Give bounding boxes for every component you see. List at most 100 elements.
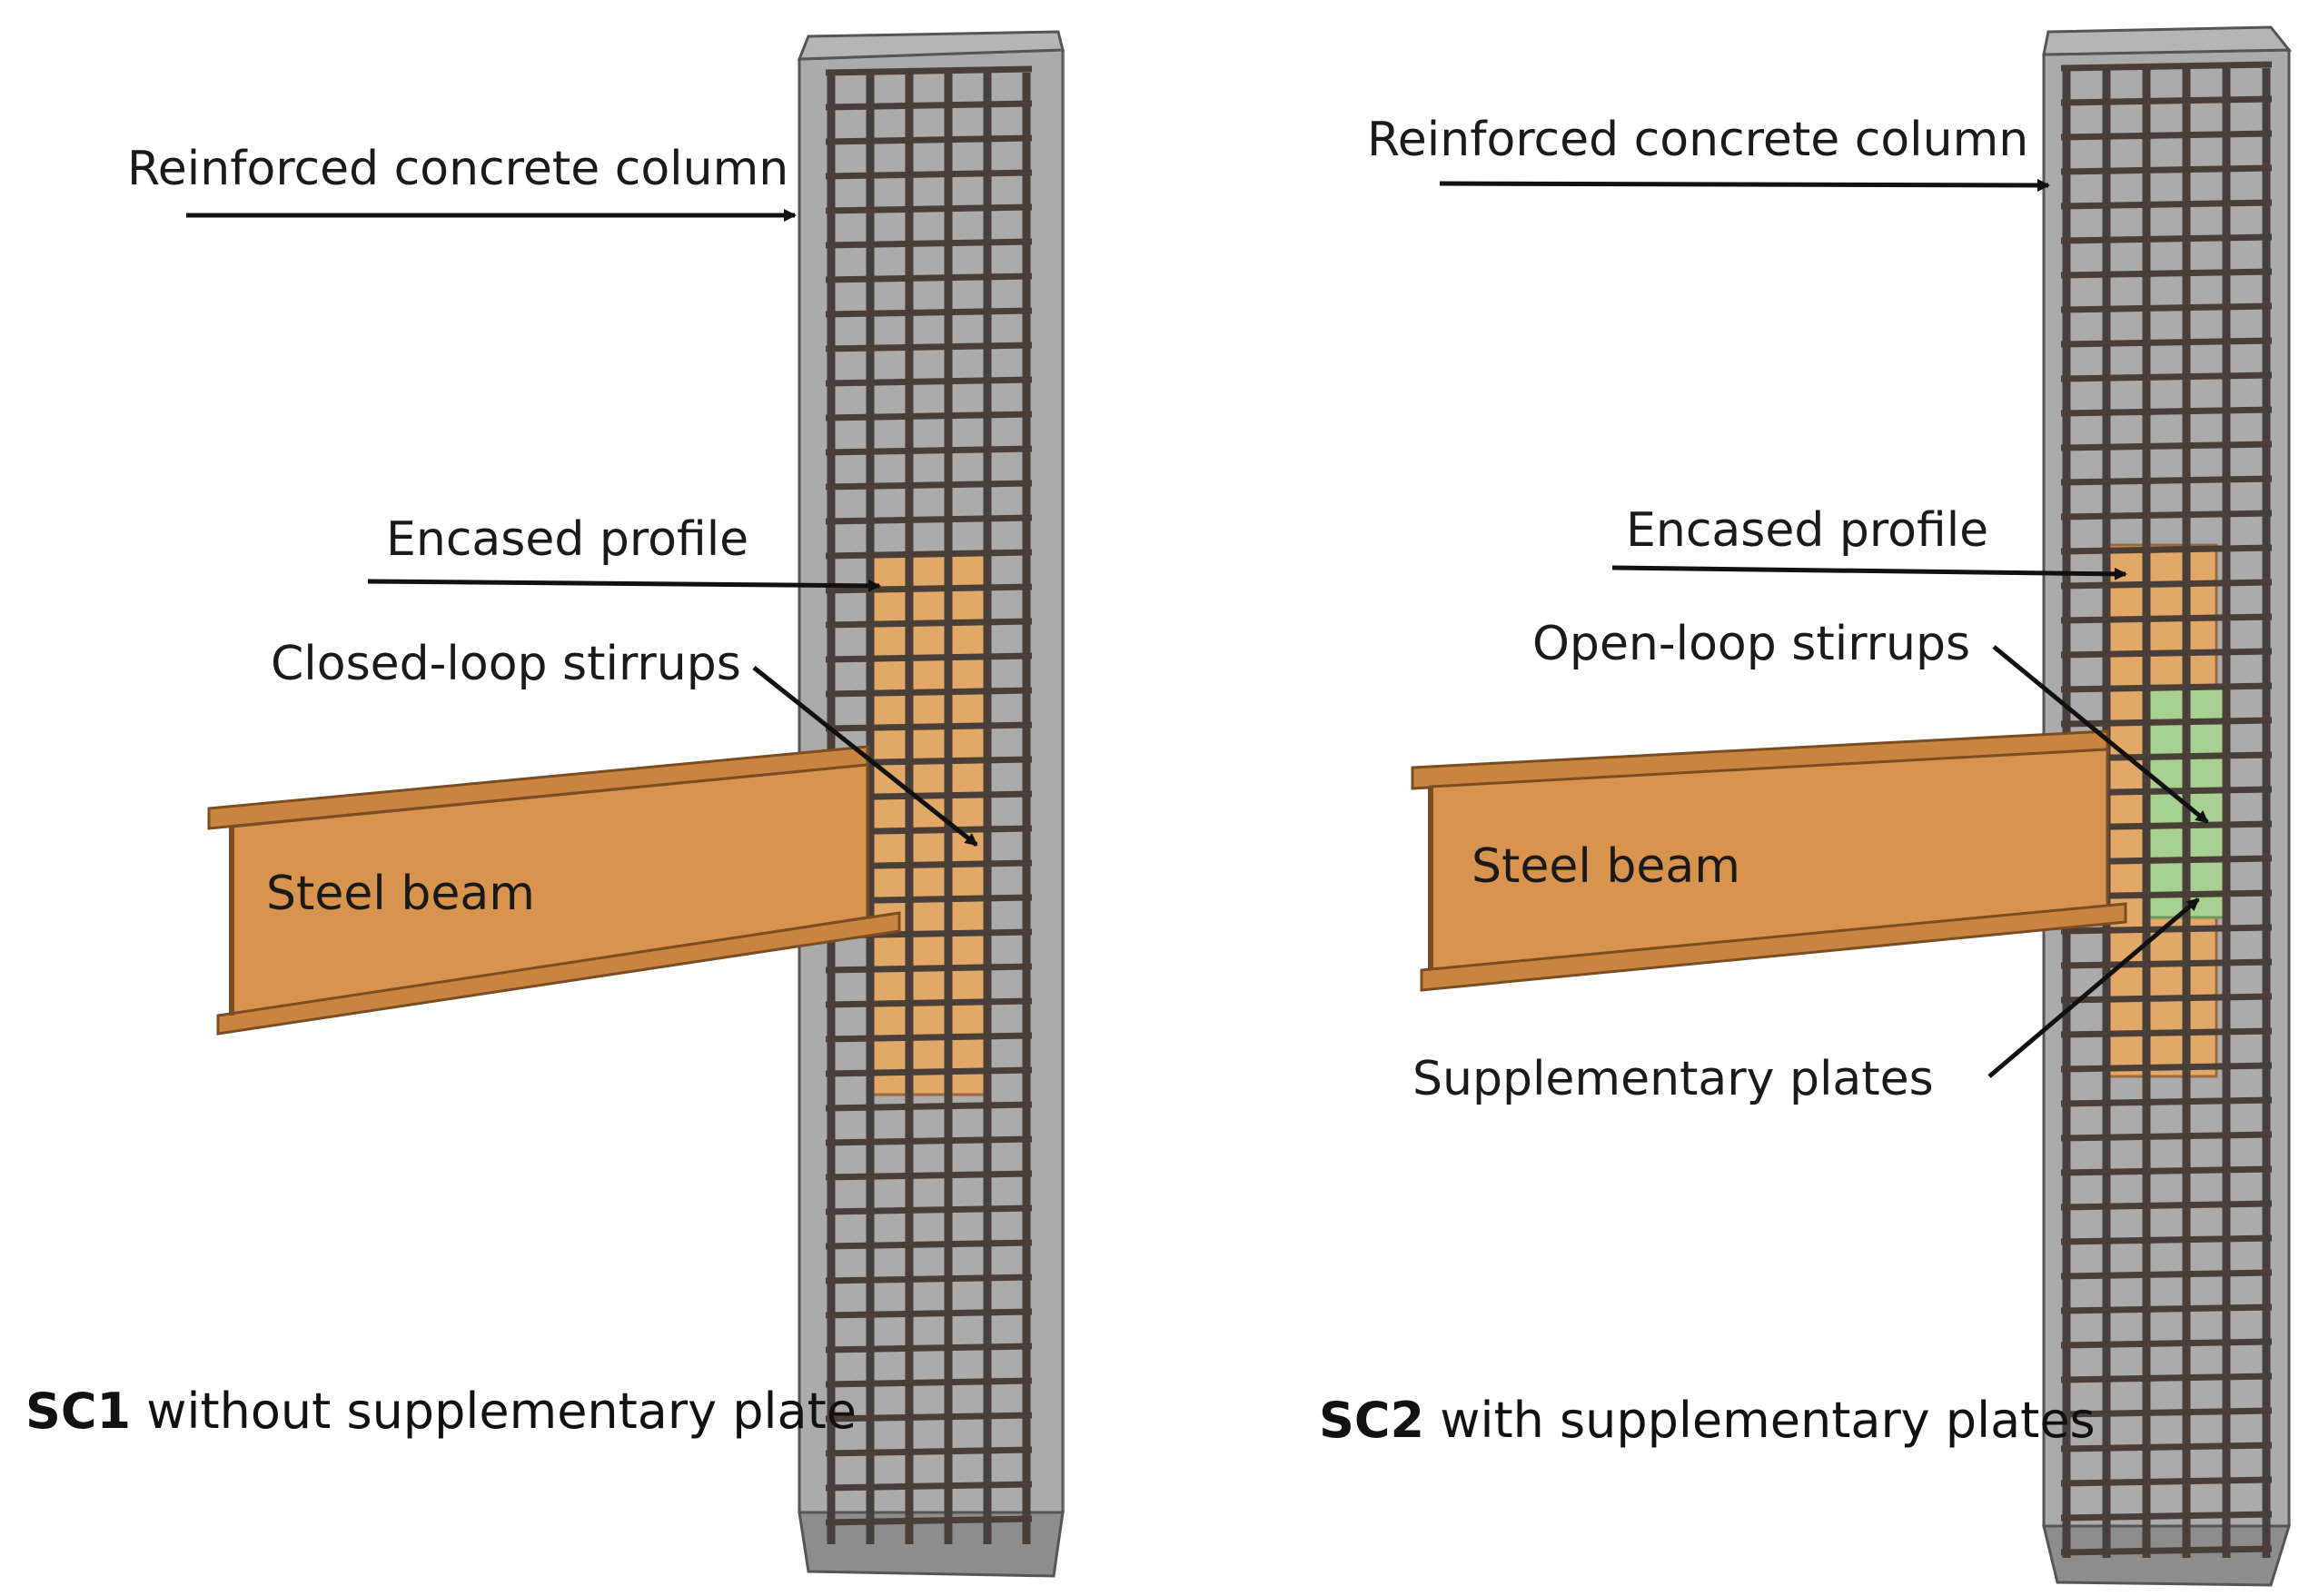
stirrup-bar bbox=[2060, 61, 2273, 72]
stirrup-bar bbox=[825, 1481, 1033, 1492]
sc1-steel-beam bbox=[207, 745, 901, 1036]
stirrup-bar bbox=[2060, 441, 2273, 451]
sc1-assembly bbox=[207, 30, 1065, 1578]
sc2-column-arrow bbox=[1439, 178, 2050, 192]
stirrup-bar bbox=[2060, 406, 2273, 417]
stirrup-bar bbox=[825, 1343, 1033, 1353]
sc2-caption: SC2 with supplementary plates bbox=[1319, 1396, 2096, 1445]
stirrup-bar bbox=[825, 273, 1033, 283]
stirrup-bar bbox=[2060, 1338, 2273, 1349]
sc2-caption-text: with supplementary plates bbox=[1440, 1392, 2096, 1449]
stirrup-bar bbox=[825, 1066, 1033, 1077]
stirrup-bar bbox=[2060, 199, 2273, 210]
stirrup-bar bbox=[825, 376, 1033, 387]
stirrup-bar bbox=[825, 1239, 1033, 1250]
stirrup-bar bbox=[2060, 1027, 2273, 1038]
stirrup-bar bbox=[2060, 164, 2273, 175]
sc1-column-label: Reinforced concrete column bbox=[127, 142, 789, 196]
stirrup-bar bbox=[825, 169, 1033, 180]
stirrup-bar bbox=[2060, 682, 2273, 693]
stirrup-bar bbox=[825, 1032, 1033, 1043]
sc2-stirrups-arrow bbox=[1992, 645, 2209, 824]
stirrup-bar bbox=[825, 445, 1033, 456]
sc1-caption: SC1 without supplementary plate bbox=[25, 1387, 857, 1436]
stirrup-bar bbox=[825, 238, 1033, 249]
sc2-profile-arrow bbox=[1611, 565, 2127, 580]
stirrup-bar bbox=[825, 997, 1033, 1008]
sc1-caption-code: SC1 bbox=[25, 1383, 132, 1440]
stirrup-bar bbox=[825, 963, 1033, 974]
stirrup-bar bbox=[2060, 1131, 2273, 1142]
stirrup-bar bbox=[825, 411, 1033, 421]
sc2-stirrups-label: Open-loop stirrups bbox=[1532, 617, 1971, 671]
stirrup-bar bbox=[825, 549, 1033, 560]
stirrup-bar bbox=[2060, 233, 2273, 244]
stirrup-bar bbox=[2060, 1096, 2273, 1107]
stirrup-bar bbox=[2060, 1269, 2273, 1280]
stirrup-bar bbox=[2060, 613, 2273, 624]
stirrup-bar bbox=[2060, 579, 2273, 590]
stirrup-bar bbox=[2060, 1304, 2273, 1314]
stirrup-bar bbox=[825, 100, 1033, 111]
stirrup-bar bbox=[2060, 1407, 2273, 1418]
stirrup-bar bbox=[825, 65, 1033, 76]
stirrup-bar bbox=[825, 1308, 1033, 1319]
stirrup-bar bbox=[2060, 130, 2273, 141]
stirrup-bar bbox=[2060, 1234, 2273, 1245]
sc2-profile-label: Encased profile bbox=[1626, 503, 1989, 558]
stirrup-bar bbox=[825, 652, 1033, 663]
stirrup-bar bbox=[825, 203, 1033, 214]
stirrup-bar bbox=[2060, 648, 2273, 659]
stirrup-bar bbox=[2060, 1165, 2273, 1176]
stirrup-bar bbox=[825, 514, 1033, 525]
stirrup-bar bbox=[2060, 1373, 2273, 1383]
stirrup-bar bbox=[825, 1204, 1033, 1215]
stirrup-bar bbox=[2060, 1511, 2273, 1522]
sc1-profile-label: Encased profile bbox=[386, 512, 749, 567]
stirrup-bar bbox=[825, 1135, 1033, 1146]
stirrup-bar bbox=[825, 480, 1033, 491]
stirrup-bar bbox=[825, 1274, 1033, 1284]
sc1-stirrups-arrow bbox=[752, 666, 978, 847]
sc1-profile-arrow bbox=[367, 579, 881, 592]
annotation-arrows bbox=[186, 178, 2209, 1078]
sc1-encased-profile bbox=[866, 552, 987, 1096]
stirrup-bar bbox=[825, 307, 1033, 318]
stirrup-bar bbox=[825, 721, 1033, 732]
sc1-caption-text: without supplementary plate bbox=[146, 1383, 857, 1440]
stirrup-bar bbox=[825, 1101, 1033, 1112]
sc1-stirrups-label: Closed-loop stirrups bbox=[271, 637, 741, 691]
stirrup-bar bbox=[2060, 302, 2273, 313]
stirrup-bar bbox=[2060, 1476, 2273, 1487]
stirrup-bar bbox=[825, 134, 1033, 145]
stirrup-bar bbox=[2060, 1545, 2273, 1556]
stirrup-bar bbox=[2060, 510, 2273, 520]
stirrup-bar bbox=[825, 1515, 1033, 1526]
stirrup-bar bbox=[825, 687, 1033, 698]
sc2-assembly bbox=[1411, 25, 2293, 1587]
sc2-plates-arrow bbox=[1987, 897, 2200, 1078]
stirrup-bar bbox=[825, 618, 1033, 629]
stirrup-bar bbox=[825, 1377, 1033, 1388]
sc2-column-label: Reinforced concrete column bbox=[1367, 113, 2029, 167]
stirrup-bar bbox=[2060, 958, 2273, 969]
stirrup-bar bbox=[825, 1412, 1033, 1423]
stirrup-bar bbox=[2060, 337, 2273, 348]
stirrup-bar bbox=[825, 342, 1033, 352]
stirrup-bar bbox=[2060, 1200, 2273, 1211]
sc2-caption-code: SC2 bbox=[1319, 1392, 1425, 1449]
stirrup-bar bbox=[2060, 475, 2273, 486]
stirrup-bar bbox=[2060, 544, 2273, 555]
stirrup-bar bbox=[2060, 95, 2273, 106]
stirrup-bar bbox=[2060, 993, 2273, 1004]
sc1-beam-label: Steel beam bbox=[266, 867, 535, 921]
sc2-beam-label: Steel beam bbox=[1472, 839, 1740, 894]
stirrup-bar bbox=[2060, 717, 2273, 728]
stirrup-bar bbox=[2060, 268, 2273, 279]
sc2-steel-beam bbox=[1411, 729, 2127, 992]
stirrup-bar bbox=[2060, 924, 2273, 935]
stirrup-bar bbox=[825, 1446, 1033, 1457]
stirrup-bar bbox=[825, 1170, 1033, 1181]
